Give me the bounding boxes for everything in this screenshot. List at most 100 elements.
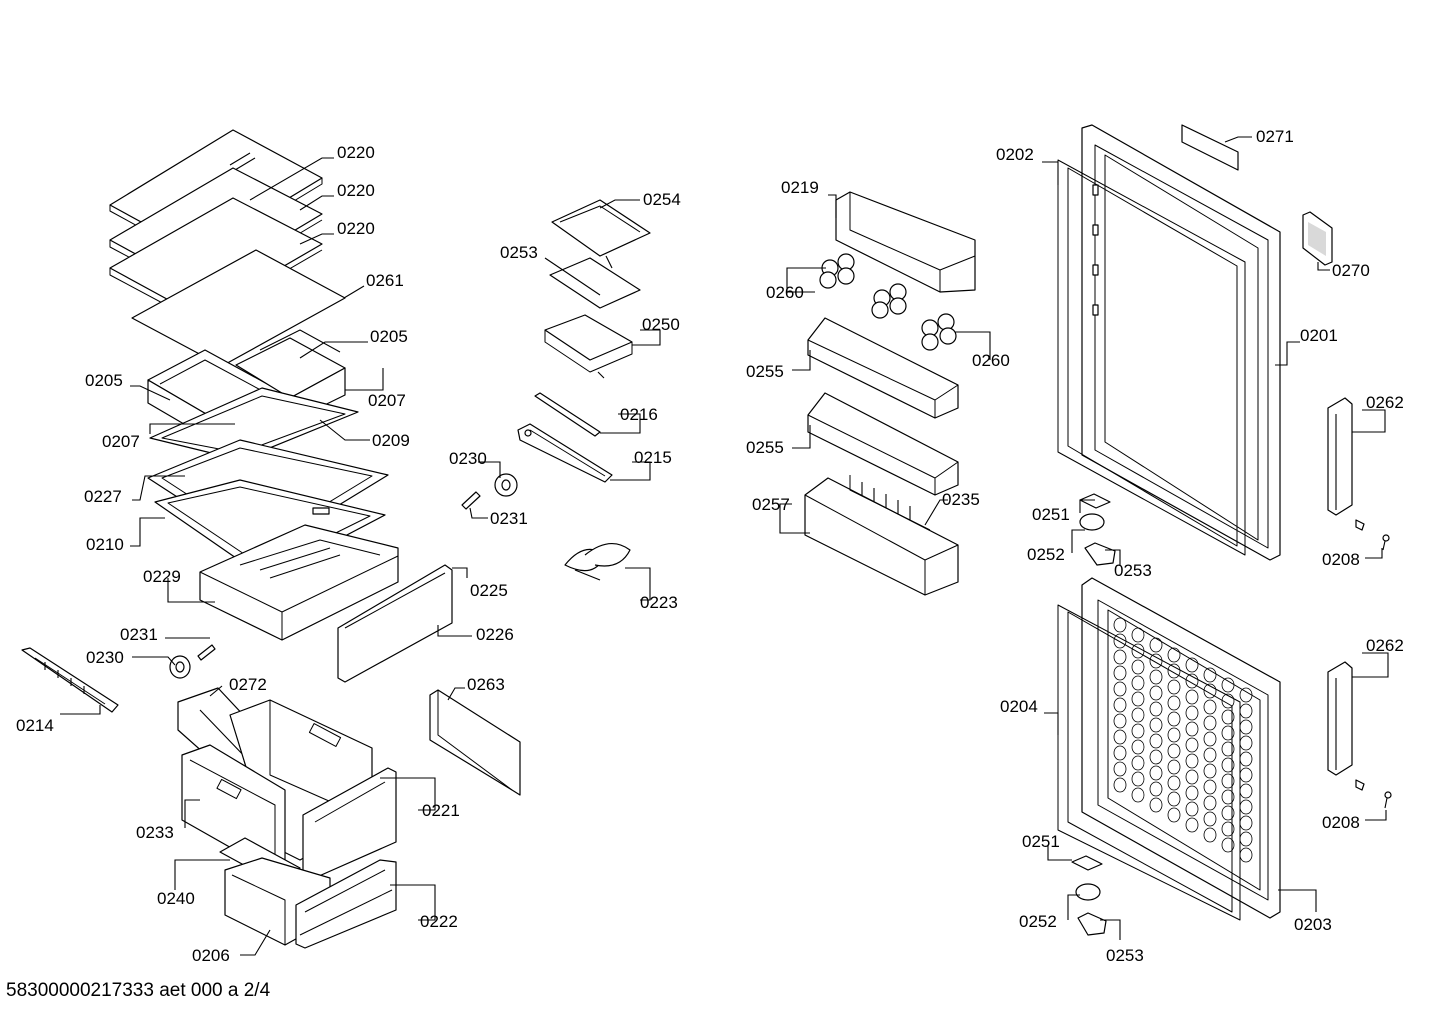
egg-tray-0260-c xyxy=(921,313,957,351)
door-dimple xyxy=(1113,745,1127,761)
door-dimple xyxy=(1149,701,1163,717)
callout-label: 0272 xyxy=(229,675,267,694)
door-dimple xyxy=(1239,687,1253,703)
callout-label: 0250 xyxy=(642,315,680,334)
door-dimple xyxy=(1185,785,1199,801)
door-dimple xyxy=(1203,683,1217,699)
document-reference: 58300000217333 aet 000 a 2/4 xyxy=(6,980,271,1001)
door-shelf-0257 xyxy=(804,475,959,596)
door-dimple xyxy=(1185,721,1199,737)
callout-label: 0220 xyxy=(337,219,375,238)
door-dimple xyxy=(1221,693,1235,709)
door-dimple xyxy=(1185,769,1199,785)
door-dimple xyxy=(1149,765,1163,781)
leader-lines xyxy=(60,136,1389,956)
door-dimple xyxy=(1221,725,1235,741)
callout-label: 0202 xyxy=(996,145,1034,164)
shelf-frame-0210 xyxy=(154,479,386,579)
cover-panel-0263 xyxy=(429,689,521,796)
callout-label: 0260 xyxy=(972,351,1010,370)
door-dimple xyxy=(1167,727,1181,743)
callout-label: 0260 xyxy=(766,283,804,302)
callout-label: 0220 xyxy=(337,143,375,162)
hinge-parts-bottom xyxy=(1071,855,1107,936)
callout-label: 0231 xyxy=(490,509,528,528)
door-dimple xyxy=(1167,791,1181,807)
screw-0208-top xyxy=(1355,519,1390,551)
tray-0250 xyxy=(544,314,633,379)
clip-0223 xyxy=(564,543,631,581)
door-dimple xyxy=(1221,805,1235,821)
door-dimple xyxy=(1185,801,1199,817)
door-dimple xyxy=(1221,757,1235,773)
door-dimple xyxy=(1203,747,1217,763)
pin-0231-left xyxy=(197,644,216,661)
door-dimple xyxy=(1113,681,1127,697)
door-dimple xyxy=(1221,677,1235,693)
door-dimple xyxy=(1221,837,1235,853)
callout-label: 0252 xyxy=(1019,912,1057,931)
door-dimple xyxy=(1131,707,1145,723)
door-dimple xyxy=(1167,647,1181,663)
callout-label: 0240 xyxy=(157,889,195,908)
door-dimple xyxy=(1131,787,1145,803)
plate-0253-middle xyxy=(549,257,641,309)
guide-0215 xyxy=(517,423,613,483)
rail-0214 xyxy=(21,647,119,713)
callout-label: 0261 xyxy=(366,271,404,290)
door-dimple xyxy=(1167,711,1181,727)
door-dimple xyxy=(1203,827,1217,843)
fridge-door-0201 xyxy=(1081,124,1281,561)
handle-0262-bottom xyxy=(1327,661,1353,776)
door-dimple xyxy=(1131,627,1145,643)
callout-label: 0233 xyxy=(136,823,174,842)
door-shelf-0255-top xyxy=(807,317,959,419)
callout-label: 0225 xyxy=(470,581,508,600)
door-dimple xyxy=(1167,775,1181,791)
freezer-door-dimple-pattern xyxy=(1113,617,1253,863)
callout-label: 0255 xyxy=(746,362,784,381)
callout-label: 0257 xyxy=(752,495,790,514)
roller-0230-left xyxy=(169,655,191,679)
egg-tray-0260-b xyxy=(871,283,907,319)
door-dimple xyxy=(1167,679,1181,695)
callout-label: 0207 xyxy=(102,432,140,451)
door-dimple xyxy=(1113,729,1127,745)
door-shelf-0255-middle xyxy=(807,392,959,496)
callout-label: 0220 xyxy=(337,181,375,200)
door-gasket-0204 xyxy=(1057,604,1241,921)
egg-tray-0260-a xyxy=(819,253,855,289)
crisper-drawer-0229 xyxy=(199,524,399,641)
part-drawings xyxy=(21,124,1392,949)
door-dimple xyxy=(1149,685,1163,701)
door-dimple xyxy=(1131,659,1145,675)
door-dimple xyxy=(1203,715,1217,731)
callout-label: 0205 xyxy=(370,327,408,346)
door-dimple xyxy=(1221,789,1235,805)
door-dimple xyxy=(1149,781,1163,797)
callout-label: 0263 xyxy=(467,675,505,694)
callout-label: 0229 xyxy=(143,567,181,586)
door-dimple xyxy=(1149,749,1163,765)
callout-label: 0210 xyxy=(86,535,124,554)
callout-label: 0255 xyxy=(746,438,784,457)
door-dimple xyxy=(1167,695,1181,711)
door-dimple xyxy=(1185,689,1199,705)
drawer-front-0222 xyxy=(295,859,397,949)
callout-label: 0203 xyxy=(1294,915,1332,934)
callout-label: 0209 xyxy=(372,431,410,450)
callout-label: 0231 xyxy=(120,625,158,644)
drawer-front-0225 xyxy=(337,564,453,683)
holder-0254 xyxy=(551,199,651,269)
callout-label: 0214 xyxy=(16,716,54,735)
door-dimple xyxy=(1131,691,1145,707)
callout-label: 0207 xyxy=(368,391,406,410)
callout-label: 0253 xyxy=(500,243,538,262)
door-dimple xyxy=(1113,777,1127,793)
door-dimple xyxy=(1113,697,1127,713)
callout-label: 0230 xyxy=(449,449,487,468)
door-dimple xyxy=(1113,649,1127,665)
door-dimple xyxy=(1149,669,1163,685)
door-dimple xyxy=(1113,617,1127,633)
